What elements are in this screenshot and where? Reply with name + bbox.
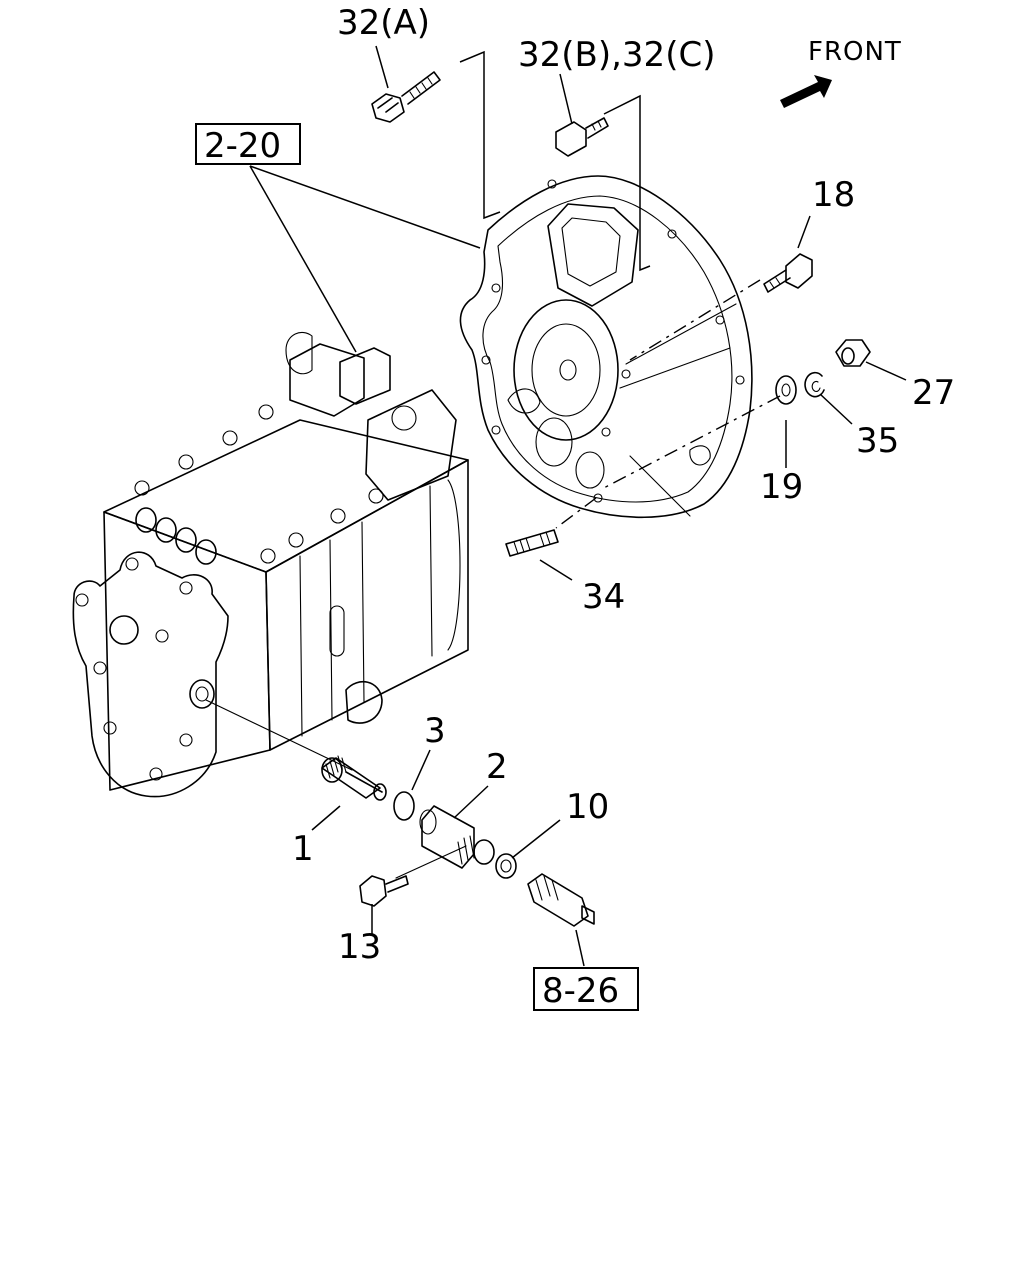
bolt-18[interactable] [763, 253, 813, 293]
spring-washer-35[interactable] [804, 371, 825, 398]
callout-32a: 32(A) [337, 3, 430, 43]
callout-34: 34 [582, 577, 625, 617]
ref-box-label: 8-26 [542, 971, 619, 1011]
o-ring-3[interactable] [393, 791, 415, 821]
seal-10[interactable] [495, 853, 517, 879]
sleeve-2[interactable] [419, 805, 495, 869]
washer-19[interactable] [775, 375, 797, 405]
callout-13: 13 [338, 927, 381, 967]
callout-18: 18 [812, 175, 855, 215]
callout-27: 27 [912, 373, 955, 413]
bolt-32bc[interactable] [555, 117, 609, 157]
front-arrow-icon [780, 75, 832, 108]
bolt-13[interactable] [359, 875, 409, 907]
ref-box-8-26[interactable]: 8-26 [533, 967, 639, 1011]
transmission-case [103, 332, 469, 791]
ref-box-label: 2-20 [204, 126, 281, 166]
clutch-housing [459, 175, 753, 519]
rear-cover [72, 551, 229, 798]
driven-gear-1[interactable] [321, 755, 387, 801]
callout-32bc: 32(B),32(C) [518, 35, 715, 75]
nut-27[interactable] [835, 339, 871, 367]
callout-19: 19 [760, 467, 803, 507]
front-label: FRONT [808, 37, 902, 67]
speed-sensor[interactable] [527, 873, 595, 927]
callout-3: 3 [424, 711, 446, 751]
ref-box-2-20[interactable]: 2-20 [195, 123, 301, 166]
stud-34[interactable] [505, 529, 559, 557]
callout-2: 2 [486, 747, 508, 787]
callout-1: 1 [292, 829, 314, 869]
callout-10: 10 [566, 787, 609, 827]
leader-lines [249, 45, 907, 967]
callout-35: 35 [856, 421, 899, 461]
bolt-32a[interactable] [371, 71, 441, 123]
